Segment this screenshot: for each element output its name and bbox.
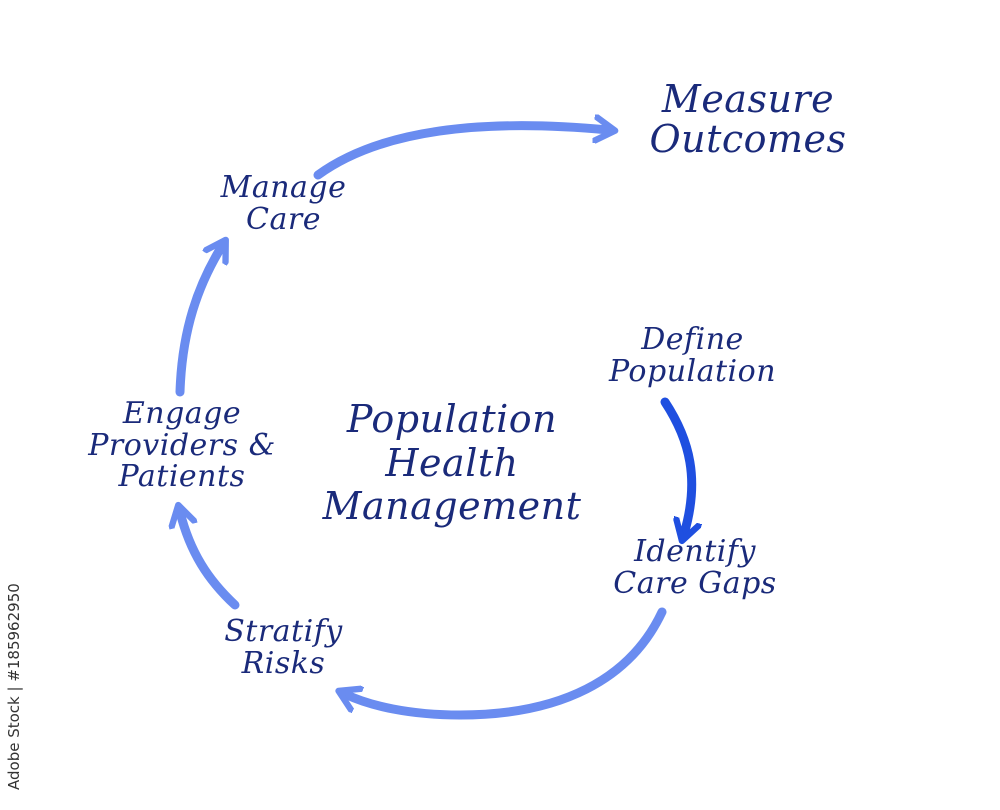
manage-care-label: Manage Care xyxy=(196,172,371,235)
engage-label: Engage Providers & Patients xyxy=(62,398,302,493)
engage-line1: Engage xyxy=(122,396,242,431)
define-population-label: Define Population xyxy=(575,324,810,387)
arrow-manage-to-measure xyxy=(313,126,608,180)
central-title: Population Health Management xyxy=(282,397,622,529)
identify-care-gaps-label: Identify Care Gaps xyxy=(585,536,805,599)
stratify-risks-line1: Stratify xyxy=(224,614,343,649)
arrow-define-to-identify xyxy=(660,397,692,534)
manage-care-line2: Care xyxy=(246,201,321,237)
identify-care-gaps-line1: Identify xyxy=(634,534,756,569)
stock-id-text: Adobe Stock | #185962950 xyxy=(5,583,23,791)
measure-outcomes-line2: Outcomes xyxy=(649,116,847,161)
arrow-engage-to-manage xyxy=(175,246,222,397)
central-title-line1: Population xyxy=(346,397,558,441)
engage-line3: Patients xyxy=(118,459,246,494)
manage-care-line1: Manage xyxy=(220,170,347,205)
measure-outcomes-line1: Measure xyxy=(661,77,835,121)
stratify-risks-label: Stratify Risks xyxy=(196,616,371,679)
define-population-line2: Population xyxy=(608,353,777,389)
define-population-line1: Define xyxy=(641,322,744,357)
arrow-stratify-to-engage xyxy=(180,512,240,610)
identify-care-gaps-line2: Care Gaps xyxy=(613,565,777,601)
central-title-line2: Health xyxy=(385,440,519,485)
central-title-line3: Management xyxy=(322,484,582,529)
arrow-identify-to-stratify xyxy=(345,607,667,720)
measure-outcomes-label: Measure Outcomes xyxy=(618,77,878,161)
engage-line2: Providers & xyxy=(88,427,276,463)
stratify-risks-line2: Risks xyxy=(241,645,326,681)
